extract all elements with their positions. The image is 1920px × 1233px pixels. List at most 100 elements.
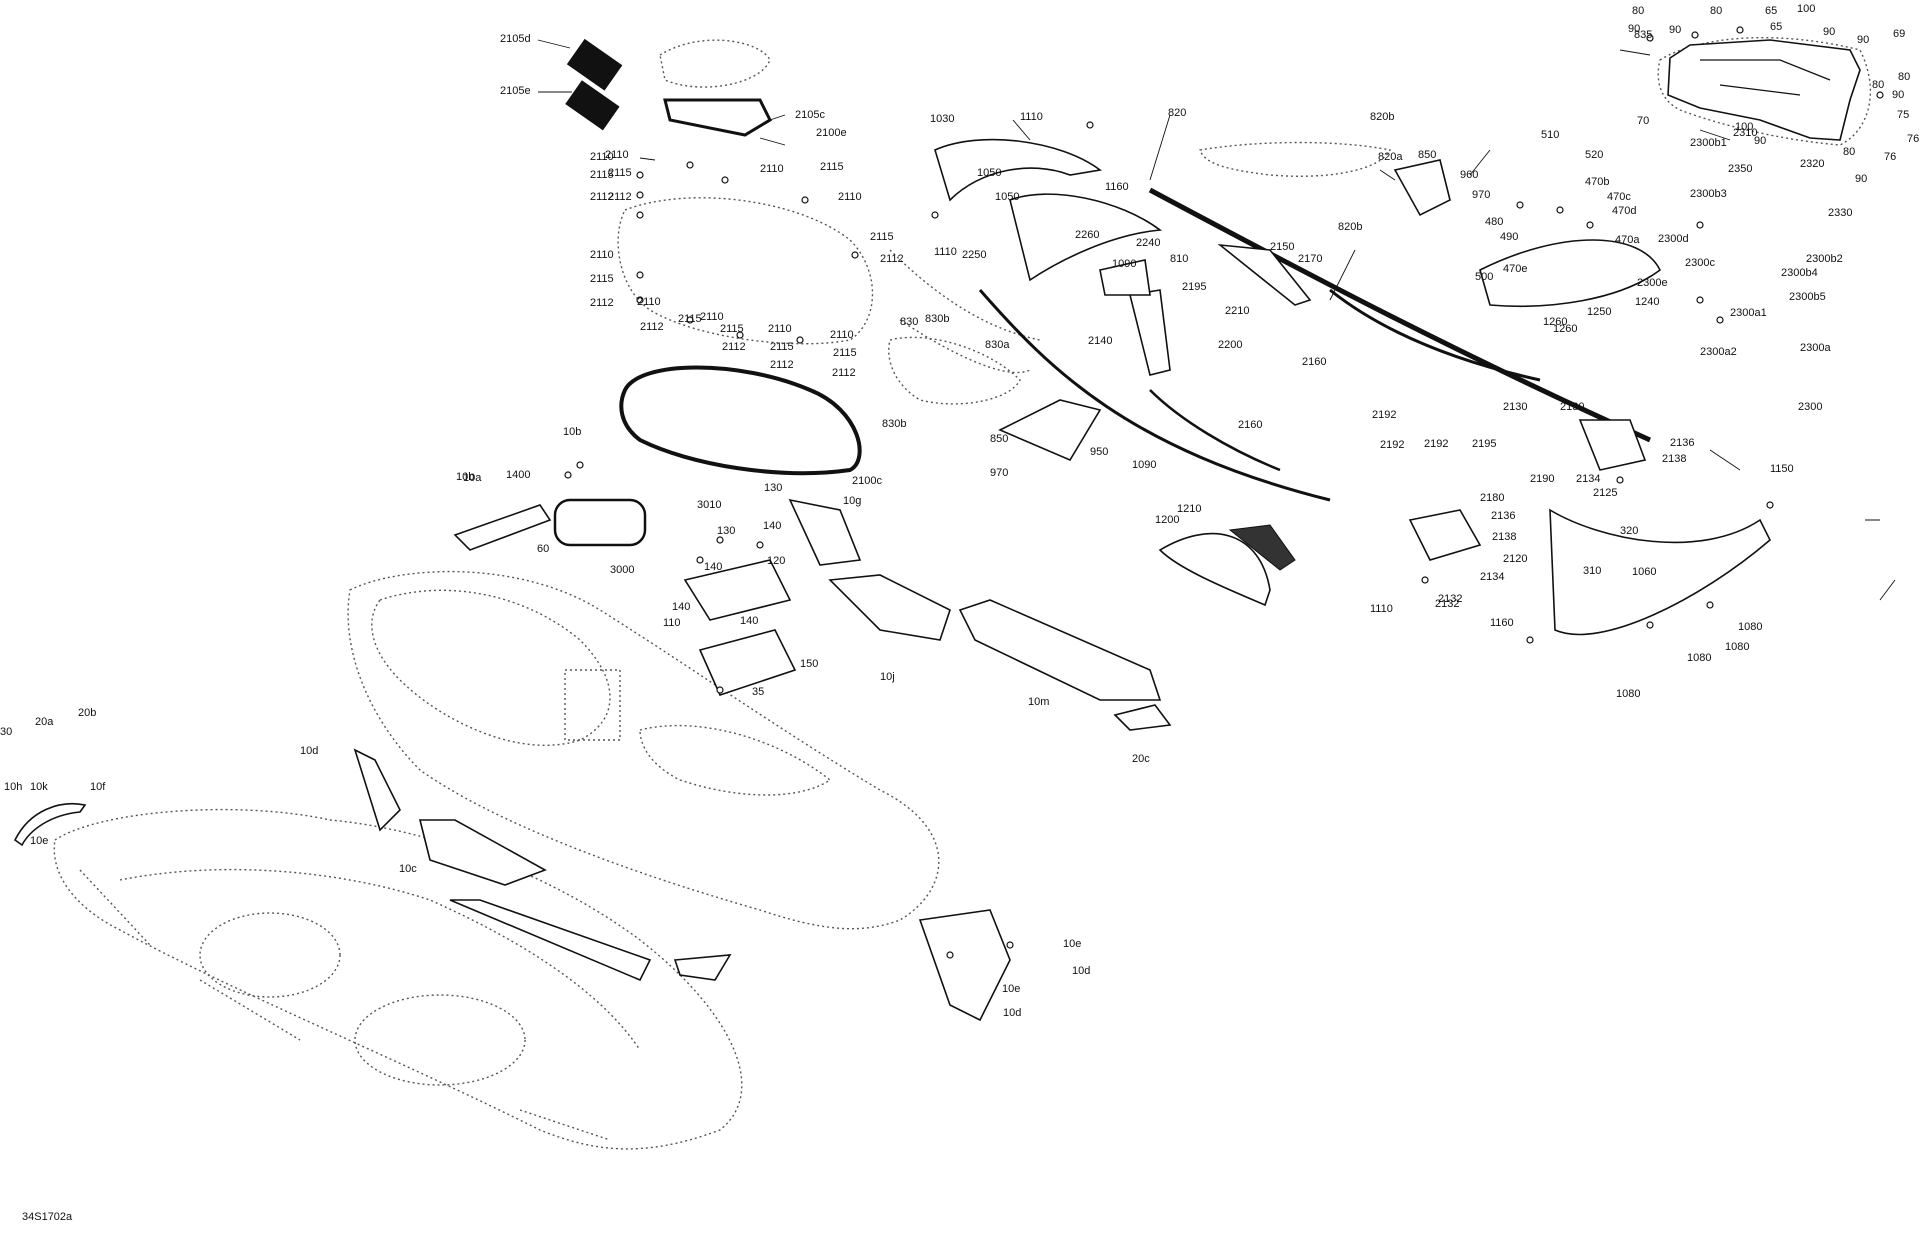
panel-1030 (934, 138, 1102, 202)
callout-label: 1050 (977, 167, 1001, 179)
callout-label: 2240 (1136, 237, 1160, 249)
bracket-2125 (1578, 419, 1647, 471)
callout-label: 2138 (1662, 453, 1686, 465)
callout-label: 470b (1585, 176, 1609, 188)
callout-label: 850 (990, 433, 1008, 445)
callout-label: 10e (30, 835, 48, 847)
callout-label: 2134 (1576, 473, 1600, 485)
callout-label: 2160 (1302, 356, 1326, 368)
callout-label: 830b (882, 418, 906, 430)
callout-label: 850 (1418, 149, 1436, 161)
trim-rear (1329, 288, 1541, 382)
callout-label: 2132 (1435, 598, 1459, 610)
callout-label: 2115 (590, 273, 614, 285)
callout-label: 10b (563, 426, 581, 438)
callout-label: 90 (1628, 23, 1640, 35)
callout-label: 10k (30, 781, 48, 793)
callout-label: 2300c (1685, 257, 1715, 269)
callout-label: 1260 (1553, 323, 1577, 335)
panel-2250 (1009, 193, 1163, 282)
callout-label: 2110 (590, 249, 614, 261)
callout-label: 1080 (1616, 688, 1640, 700)
callout-label: 2130 (1503, 401, 1527, 413)
callout-label: 80 (1632, 5, 1644, 17)
callout-label: 10d (1072, 965, 1090, 977)
callout-label: 2112 (640, 321, 664, 333)
bracket-110 (698, 629, 797, 696)
grill-1210 (1228, 524, 1296, 571)
callout-label: 2112 (880, 253, 904, 265)
panel-810 (1099, 259, 1151, 296)
callout-label: 2300b4 (1781, 267, 1818, 279)
callout-label: 2320 (1800, 158, 1824, 170)
callout-label: 69 (1893, 28, 1905, 40)
callout-label: 1090 (1132, 459, 1156, 471)
callout-label: 140 (704, 561, 722, 573)
callout-label: 2160 (1238, 419, 1262, 431)
callout-label: 10j (880, 671, 895, 683)
callout-label: 3000 (610, 564, 634, 576)
callout-label: 490 (1500, 231, 1518, 243)
callout-label: 470a (1615, 234, 1640, 246)
panel-30 (353, 748, 401, 832)
callout-label: 20a (35, 716, 54, 728)
callout-label: 820 (1168, 107, 1186, 119)
callout-label: 1260 (1543, 316, 1567, 328)
callout-label: 10g (843, 495, 861, 507)
callout-label: 2130 (1560, 401, 1584, 413)
callout-label: 2250 (962, 249, 986, 261)
callout-label: 970 (990, 467, 1008, 479)
grab-handle-1200 (1158, 532, 1271, 607)
callout-label: 2100c (852, 475, 882, 487)
front-deck-frame (1657, 36, 1872, 146)
callout-label: 2195 (1182, 281, 1206, 293)
panel-10h (449, 899, 652, 982)
callout-label: 470d (1612, 205, 1636, 217)
callout-label: 140 (672, 601, 690, 613)
callout-label: 140 (740, 615, 758, 627)
callout-label: 1080 (1687, 652, 1711, 664)
callout-label: 2110 (838, 191, 862, 203)
trim-2150 (1217, 243, 1312, 306)
callout-label: 60 (537, 543, 549, 555)
callout-label: 10h (4, 781, 22, 793)
callout-label: 65 (1770, 21, 1782, 33)
callout-label: 2105c (795, 109, 825, 121)
callout-label: 80 (1872, 79, 1884, 91)
callout-label: 2300a1 (1730, 307, 1767, 319)
callout-label: 1200 (1155, 514, 1179, 526)
bracket-120 (683, 559, 792, 621)
callout-label: 100 (1735, 121, 1753, 133)
callout-label: 2140 (1088, 335, 1112, 347)
callout-label: 2195 (1472, 438, 1496, 450)
callout-label: 2112 (590, 297, 614, 309)
callout-label: 2210 (1225, 305, 1249, 317)
callout-label: 1050 (995, 191, 1019, 203)
callout-labels: 2105d2105e2105c2100e2110211521122100c103… (0, 3, 1919, 1019)
callout-label: 10c (399, 863, 417, 875)
mirror-950 (998, 399, 1102, 462)
callout-label: 100 (1797, 3, 1815, 15)
callout-label: 10d (300, 745, 318, 757)
callout-label: 2110 (590, 151, 614, 163)
callout-label: 950 (1090, 446, 1108, 458)
bracket-10c (918, 909, 1011, 1022)
callout-label: 90 (1754, 135, 1766, 147)
mirror-850 (1393, 159, 1451, 217)
leader-lines (537, 39, 1896, 601)
callout-label: 30 (0, 726, 12, 738)
callout-label: 2300b1 (1690, 137, 1727, 149)
callout-label: 90 (1823, 26, 1835, 38)
callout-label: 960 (1460, 169, 1478, 181)
callout-label: 2110 (760, 163, 784, 175)
callout-label: 70 (1637, 115, 1649, 127)
bracket-10a (453, 504, 552, 551)
callout-label: 820a (1378, 151, 1403, 163)
panel-35 (788, 498, 862, 566)
callout-label: 2300d (1658, 233, 1689, 245)
callout-label: 1160 (1105, 181, 1129, 193)
callout-label: 2190 (1530, 473, 1554, 485)
callout-label: 2115 (608, 167, 632, 179)
callout-label: 10f (90, 781, 106, 793)
